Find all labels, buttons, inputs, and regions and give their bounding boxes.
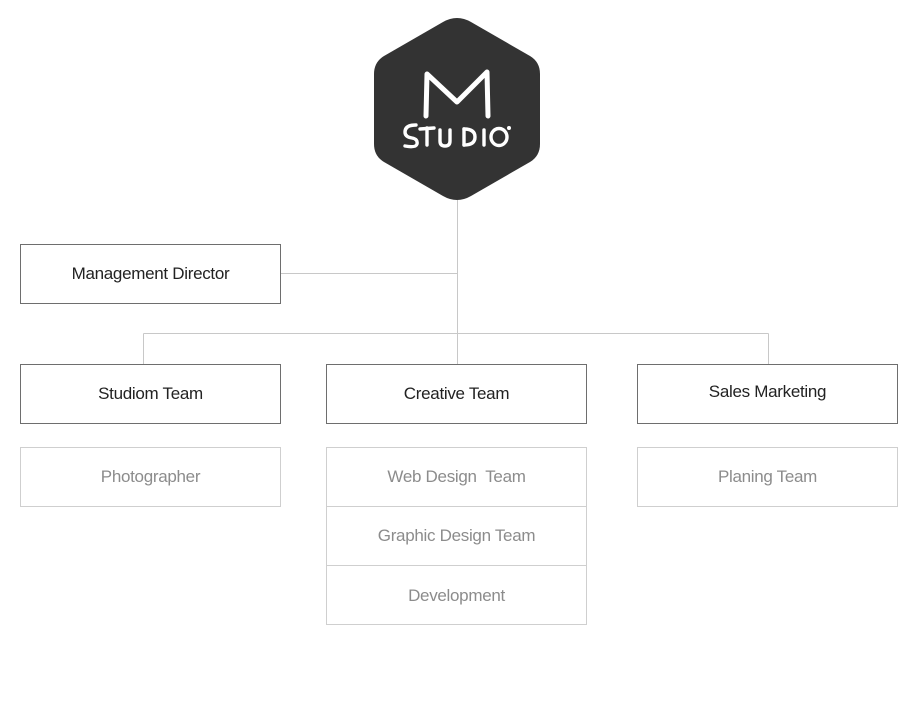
creative-team-box: Creative Team: [326, 364, 587, 424]
web-design-team-cell: Web Design Team: [327, 448, 586, 507]
m-studio-logo-icon: [372, 16, 542, 202]
creative-team-members: Web Design Team Graphic Design Team Deve…: [326, 447, 587, 625]
planing-team-box: Planing Team: [637, 447, 898, 507]
development-cell: Development: [408, 585, 505, 605]
management-director-box: Management Director: [20, 244, 281, 304]
graphic-design-team-cell: Graphic Design Team: [327, 507, 586, 566]
logo-hexagon: [374, 18, 540, 200]
photographer-box: Photographer: [20, 447, 281, 507]
studiom-team-box: Studiom Team: [20, 364, 281, 424]
logo-letter-m: [423, 69, 491, 119]
logo-wordmark: [403, 123, 509, 149]
sales-marketing-box: Sales Marketing: [637, 364, 898, 424]
